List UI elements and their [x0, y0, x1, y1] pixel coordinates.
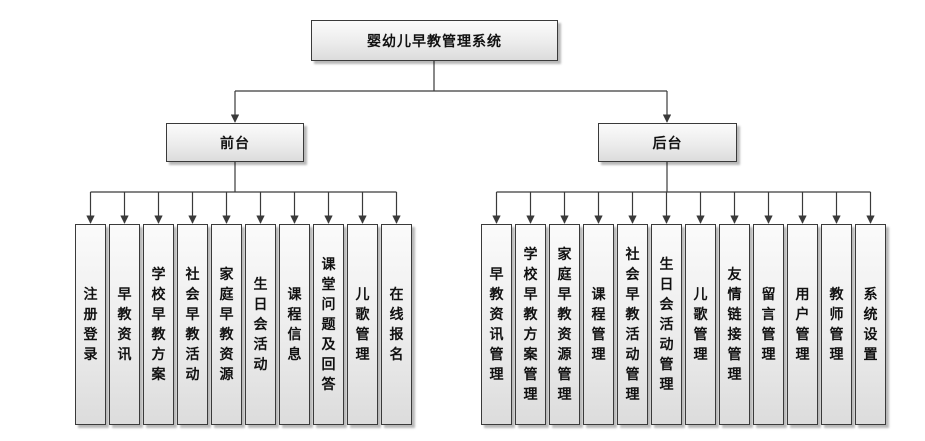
leaf-box: 生日会活动管理: [651, 224, 682, 425]
leaf-label: 生日会活动: [253, 276, 268, 373]
leaf-label: 用户管理: [795, 286, 810, 363]
branch-box-backend: 后台: [598, 123, 737, 162]
leaf-box: 早教资讯管理: [481, 224, 512, 425]
leaf-label: 学校早教方案: [151, 266, 166, 383]
leaf-box: 儿歌管理: [685, 224, 716, 425]
leaf-label: 课堂问题及回答: [321, 256, 336, 393]
leaf-box: 学校早教方案管理: [515, 224, 546, 425]
leaf-label: 注册登录: [83, 286, 98, 363]
leaf-box: 社会早教活动: [177, 224, 208, 425]
leaf-box: 注册登录: [75, 224, 106, 425]
leaf-box: 教师管理: [821, 224, 852, 425]
leaf-box: 早教资讯: [109, 224, 140, 425]
leaf-label: 学校早教方案管理: [523, 246, 538, 403]
leaf-box: 家庭早教资源: [211, 224, 242, 425]
branch-label-frontend: 前台: [220, 135, 250, 152]
leaf-label: 课程信息: [287, 286, 302, 363]
leaf-box: 家庭早教资源管理: [549, 224, 580, 425]
leaf-box: 课程管理: [583, 224, 614, 425]
leaf-label: 课程管理: [591, 286, 606, 363]
leaf-box: 友情链接管理: [719, 224, 750, 425]
leaf-label: 社会早教活动: [185, 266, 200, 383]
leaf-box: 学校早教方案: [143, 224, 174, 425]
leaf-box: 课程信息: [279, 224, 310, 425]
leaf-label: 社会早教活动管理: [625, 246, 640, 403]
leaf-label: 早教资讯: [117, 286, 132, 363]
leaf-label: 教师管理: [829, 286, 844, 363]
leaf-label: 系统设置: [863, 286, 878, 363]
leaf-box: 留言管理: [753, 224, 784, 425]
leaf-label: 家庭早教资源管理: [557, 246, 572, 403]
leaf-box: 生日会活动: [245, 224, 276, 425]
leaf-box: 在线报名: [381, 224, 412, 425]
leaf-label: 儿歌管理: [693, 286, 708, 363]
leaf-label: 生日会活动管理: [659, 256, 674, 393]
leaf-label: 友情链接管理: [727, 266, 742, 383]
leaf-label: 留言管理: [761, 286, 776, 363]
leaf-label: 家庭早教资源: [219, 266, 234, 383]
root-label: 婴幼儿早教管理系统: [367, 33, 502, 50]
leaf-box: 用户管理: [787, 224, 818, 425]
branch-label-backend: 后台: [652, 135, 683, 152]
leaf-box: 儿歌管理: [347, 224, 378, 425]
leaf-label: 在线报名: [389, 286, 404, 363]
leaf-box: 社会早教活动管理: [617, 224, 648, 425]
root-box: 婴幼儿早教管理系统: [311, 20, 558, 61]
branch-box-frontend: 前台: [166, 123, 304, 162]
leaf-label: 儿歌管理: [355, 286, 370, 363]
leaf-box: 课堂问题及回答: [313, 224, 344, 425]
leaf-box: 系统设置: [855, 224, 886, 425]
leaf-label: 早教资讯管理: [489, 266, 504, 383]
